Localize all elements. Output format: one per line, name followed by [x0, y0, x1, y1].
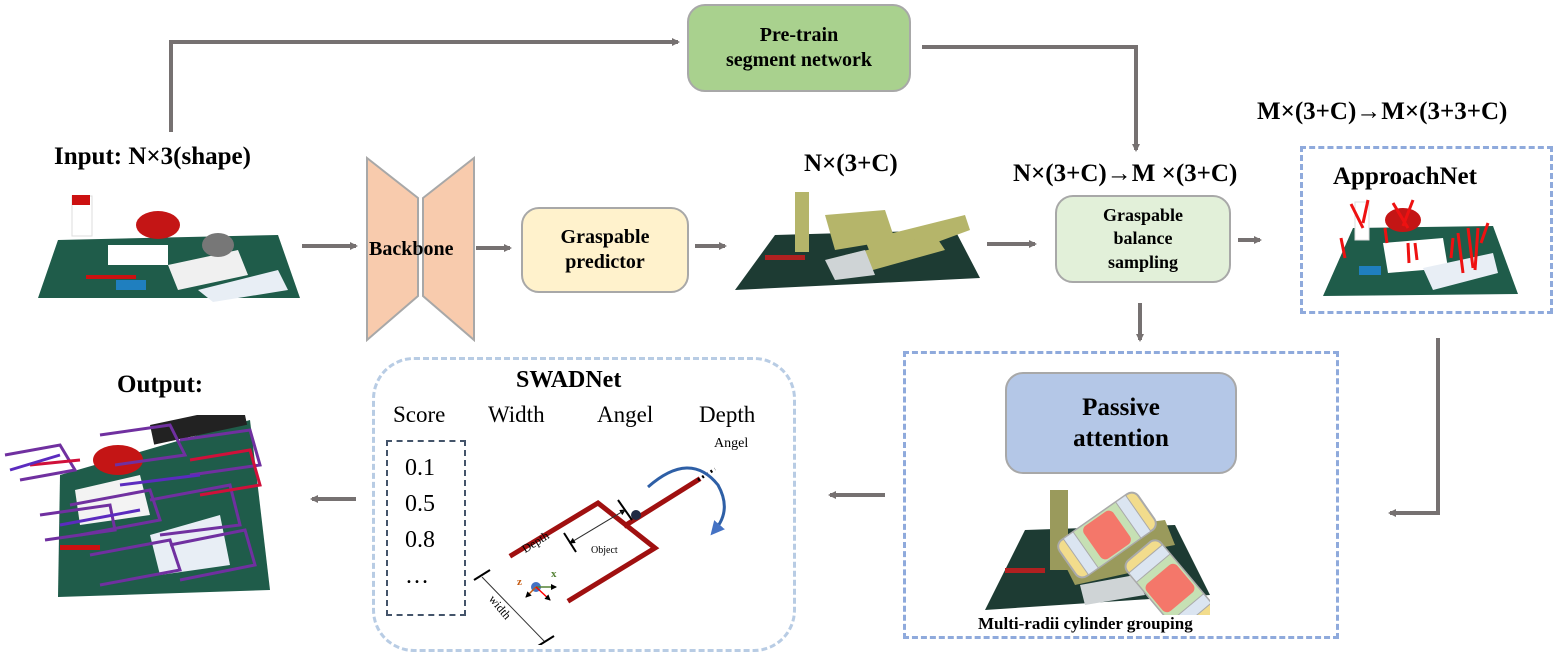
gripper-object-label: Object [591, 545, 618, 556]
predictor-line-1: Graspable [560, 226, 650, 248]
output-label: Output: [117, 371, 204, 398]
output-point-cloud [4, 415, 270, 597]
arrow-input-to-pretrain [169, 38, 680, 132]
header-depth: Depth [699, 402, 756, 427]
dim-after-predictor: N×(3+C) [804, 150, 898, 177]
sampling-line-3: sampling [1107, 251, 1178, 272]
passive-attention-box: Passive attention [1005, 372, 1237, 474]
score-value: 0.8 [405, 527, 435, 553]
gripper-angle-label: Angel [714, 436, 749, 451]
swadnet-container [372, 357, 796, 652]
swadnet-label: SWADNet [516, 367, 622, 393]
arrow-pretrain-to-sampling [922, 45, 1140, 152]
backbone-label: Backbone [369, 238, 454, 260]
score-value: 0.1 [405, 455, 435, 481]
segmented-point-cloud [735, 192, 980, 290]
header-width: Width [488, 402, 545, 427]
object-point-icon [631, 510, 641, 520]
y-axis-arrow [535, 586, 551, 601]
sampling-line-1: Graspable [1102, 204, 1183, 225]
axis-x-label: x [551, 568, 557, 580]
input-point-cloud [38, 195, 300, 302]
cylinder-grouping-label: Multi-radii cylinder grouping [978, 614, 1193, 633]
approachnet-point-cloud [1323, 199, 1518, 296]
graspable-predictor-box: Graspable predictor [521, 207, 689, 293]
score-list-box [386, 440, 466, 616]
attention-line-2: attention [1073, 425, 1169, 452]
dim-approach: M×(3+C)→M×(3+3+C) [1257, 98, 1508, 125]
width-dimension-line [481, 576, 546, 643]
header-angel: Angel [597, 402, 654, 427]
rotation-arrow-icon [647, 466, 726, 536]
predictor-line-2: predictor [565, 251, 645, 273]
pretrain-line-2: segment network [725, 49, 873, 71]
arrow-approachnet-to-attention [1388, 338, 1440, 517]
attention-container [903, 351, 1339, 639]
backbone-block [366, 156, 475, 342]
score-value: 0.5 [405, 491, 435, 517]
pretrain-line-1: Pre-train [759, 24, 839, 46]
attention-line-1: Passive [1082, 393, 1160, 421]
score-value: … [405, 563, 429, 589]
sampling-line-2: balance [1113, 228, 1173, 249]
pretrain-segment-network-box: Pre-train segment network [687, 4, 911, 92]
cylinder-grouping-point-cloud [985, 490, 1210, 615]
z-axis-arrow [525, 586, 537, 598]
dim-sampling: N×(3+C)→M ×(3+C) [1013, 160, 1238, 187]
graspable-balance-sampling-box: Graspable balance sampling [1055, 195, 1231, 283]
axis-z-label: z [517, 576, 522, 588]
header-score: Score [393, 402, 446, 427]
approachnet-container [1300, 146, 1553, 314]
input-label: Input: N×3(shape) [54, 143, 251, 170]
approachnet-label: ApproachNet [1333, 163, 1477, 190]
gripper-diagram [473, 466, 726, 645]
